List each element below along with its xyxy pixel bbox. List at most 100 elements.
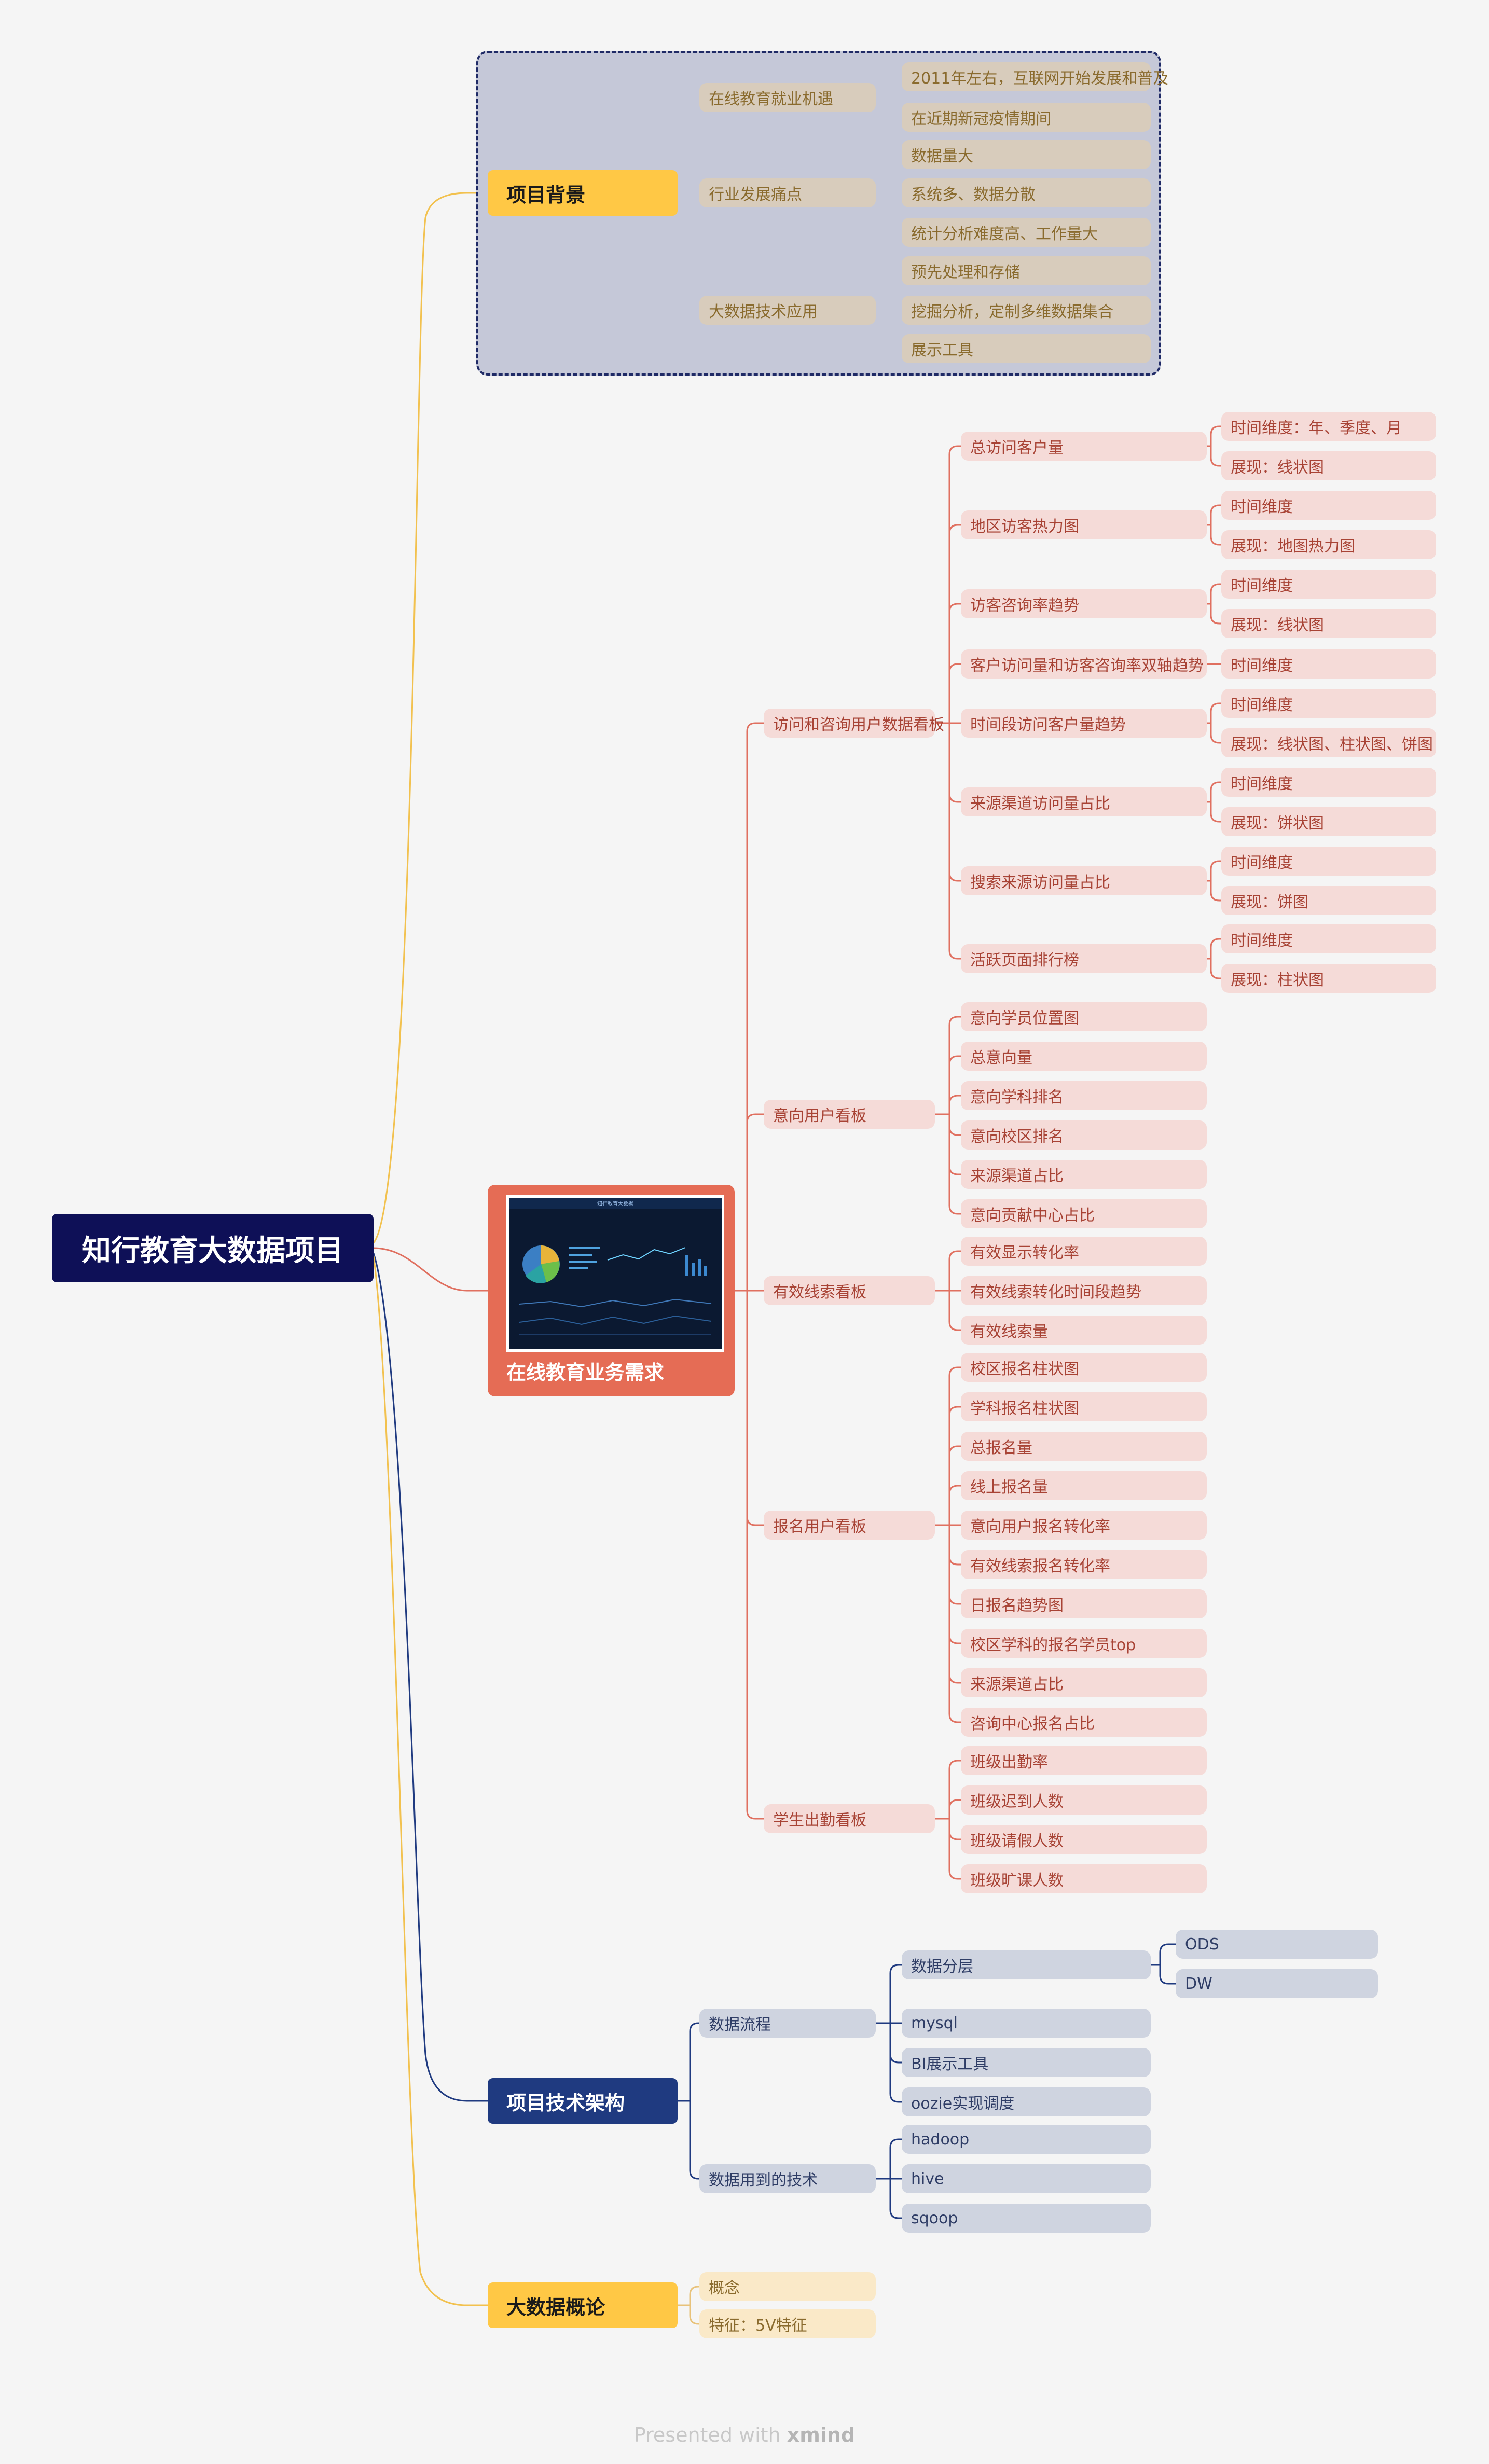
dashboard-topic-1[interactable]: 意向用户看板 <box>764 1100 935 1129</box>
metric-topic-3-3[interactable]: 线上报名量 <box>961 1471 1207 1500</box>
metric-detail-5-1[interactable]: 展现：饼状图 <box>1221 807 1436 836</box>
topic-label: 大数据技术应用 <box>709 303 818 321</box>
connector-line <box>689 2101 699 2180</box>
metric-topic-4-3[interactable]: 班级旷课人数 <box>961 1864 1207 1893</box>
tech-topic-1[interactable]: 数据用到的技术 <box>699 2164 876 2193</box>
metric-detail-6-0[interactable]: 时间维度 <box>1221 847 1436 876</box>
dashboard-topic-3[interactable]: 报名用户看板 <box>764 1511 935 1540</box>
metric-topic-1-0[interactable]: 意向学员位置图 <box>961 1002 1207 1031</box>
metric-topic-2-1[interactable]: 有效线索转化时间段趋势 <box>961 1276 1207 1305</box>
tech-item-0-0[interactable]: 数据分层 <box>902 1950 1151 1979</box>
metric-topic-3-0[interactable]: 校区报名柱状图 <box>961 1353 1207 1382</box>
tech-item-0-1[interactable]: mysql <box>902 2009 1151 2038</box>
metric-detail-0-1[interactable]: 展现：线状图 <box>1221 451 1436 480</box>
metric-topic-0-3[interactable]: 客户访问量和访客咨询率双轴趋势 <box>961 649 1207 679</box>
dashboard-topic-0[interactable]: 访问和咨询用户数据看板 <box>764 709 944 738</box>
connector-line <box>948 1819 961 1880</box>
metric-detail-2-1[interactable]: 展现：线状图 <box>1221 609 1436 638</box>
connector-line <box>889 2023 902 2064</box>
connector-line <box>889 1964 902 2023</box>
topic-label: 校区学科的报名学员top <box>970 1636 1136 1654</box>
metric-topic-1-2[interactable]: 意向学科排名 <box>961 1081 1207 1110</box>
metric-topic-4-0[interactable]: 班级出勤率 <box>961 1746 1207 1775</box>
subtopic-1-0[interactable]: 数据量大 <box>902 140 1151 169</box>
topic-label: 校区报名柱状图 <box>970 1360 1079 1378</box>
metric-detail-0-0[interactable]: 时间维度：年、季度、月 <box>1221 412 1436 441</box>
metric-detail-7-0[interactable]: 时间维度 <box>1221 924 1436 953</box>
metric-topic-1-1[interactable]: 总意向量 <box>961 1042 1207 1071</box>
metric-topic-4-1[interactable]: 班级迟到人数 <box>961 1785 1207 1815</box>
metric-topic-3-1[interactable]: 学科报名柱状图 <box>961 1392 1207 1421</box>
subtopic-0-0[interactable]: 2011年左右，互联网开始发展和普及 <box>902 62 1168 91</box>
subtopic-2-2[interactable]: 展示工具 <box>902 334 1151 363</box>
metric-topic-0-6[interactable]: 搜索来源访问量占比 <box>961 866 1207 895</box>
metric-detail-4-0[interactable]: 时间维度 <box>1221 689 1436 718</box>
metric-detail-4-1[interactable]: 展现：线状图、柱状图、饼图 <box>1221 728 1436 757</box>
metric-topic-3-5[interactable]: 有效线索报名转化率 <box>961 1550 1207 1579</box>
connector-line <box>948 723 961 803</box>
metric-topic-0-0[interactable]: 总访问客户量 <box>961 432 1207 461</box>
metric-detail-2-0[interactable]: 时间维度 <box>1221 570 1436 599</box>
dashboard-topic-2[interactable]: 有效线索看板 <box>764 1276 935 1305</box>
metric-topic-3-2[interactable]: 总报名量 <box>961 1432 1207 1461</box>
metric-topic-1-3[interactable]: 意向校区排名 <box>961 1120 1207 1150</box>
layer-1[interactable]: DW <box>1176 1969 1378 1998</box>
connector-line <box>1210 860 1221 881</box>
connector-line <box>889 2023 902 2103</box>
metric-detail-7-1[interactable]: 展现：柱状图 <box>1221 964 1436 993</box>
metric-detail-1-0[interactable]: 时间维度 <box>1221 491 1436 520</box>
metric-topic-0-4[interactable]: 时间段访问客户量趋势 <box>961 709 1207 738</box>
connector-line <box>373 192 488 1243</box>
metric-topic-0-1[interactable]: 地区访客热力图 <box>961 510 1207 539</box>
topic-label: 日报名趋势图 <box>970 1597 1064 1615</box>
tech-item-0-3[interactable]: oozie实现调度 <box>902 2087 1151 2116</box>
main-topic-project-background[interactable]: 项目背景 <box>488 170 678 216</box>
topic-label: 2011年左右，互联网开始发展和普及 <box>911 70 1169 88</box>
main-topic-bigdata-overview[interactable]: 大数据概论 <box>488 2282 678 2328</box>
dashboard-topic-4[interactable]: 学生出勤看板 <box>764 1804 935 1833</box>
topic-label: 数据流程 <box>709 2016 771 2034</box>
overview-item-0[interactable]: 概念 <box>699 2272 876 2301</box>
tech-item-0-2[interactable]: BI展示工具 <box>902 2048 1151 2077</box>
metric-detail-6-1[interactable]: 展现：饼图 <box>1221 886 1436 915</box>
connector-line <box>1210 781 1221 802</box>
connector-line <box>1159 1943 1176 1965</box>
metric-topic-4-2[interactable]: 班级请假人数 <box>961 1825 1207 1854</box>
metric-topic-1-5[interactable]: 意向贡献中心占比 <box>961 1199 1207 1228</box>
metric-detail-5-0[interactable]: 时间维度 <box>1221 768 1436 797</box>
subtopic-1[interactable]: 行业发展痛点 <box>699 178 876 207</box>
subtopic-1-1[interactable]: 系统多、数据分散 <box>902 178 1151 207</box>
tech-topic-0[interactable]: 数据流程 <box>699 2009 876 2038</box>
subtopic-2-0[interactable]: 预先处理和存储 <box>902 256 1151 285</box>
metric-detail-1-1[interactable]: 展现：地图热力图 <box>1221 530 1436 559</box>
metric-topic-0-7[interactable]: 活跃页面排行榜 <box>961 944 1207 973</box>
main-topic-tech-architecture[interactable]: 项目技术架构 <box>488 2078 678 2124</box>
topic-label: 预先处理和存储 <box>911 264 1020 282</box>
subtopic-0-1[interactable]: 在近期新冠疫情期间 <box>902 103 1151 132</box>
metric-topic-3-8[interactable]: 来源渠道占比 <box>961 1668 1207 1697</box>
metric-topic-3-7[interactable]: 校区学科的报名学员top <box>961 1629 1207 1658</box>
tech-item-1-1[interactable]: hive <box>902 2164 1151 2193</box>
metric-topic-1-4[interactable]: 来源渠道占比 <box>961 1160 1207 1189</box>
subtopic-0[interactable]: 在线教育就业机遇 <box>699 83 876 112</box>
metric-topic-3-9[interactable]: 咨询中心报名占比 <box>961 1708 1207 1737</box>
tech-item-1-0[interactable]: hadoop <box>902 2125 1151 2154</box>
root-topic[interactable]: 知行教育大数据项目 <box>52 1214 374 1282</box>
metric-topic-0-5[interactable]: 来源渠道访问量占比 <box>961 787 1207 816</box>
topic-label: 有效线索量 <box>970 1323 1048 1341</box>
main-topic-business-requirements[interactable]: 知行教育大数据 在线教育业务需求 <box>488 1185 735 1396</box>
subtopic-2[interactable]: 大数据技术应用 <box>699 296 876 325</box>
metric-topic-2-0[interactable]: 有效显示转化率 <box>961 1237 1207 1266</box>
metric-detail-3-0[interactable]: 时间维度 <box>1221 649 1436 679</box>
overview-item-1[interactable]: 特征：5V特征 <box>699 2309 876 2338</box>
metric-topic-0-2[interactable]: 访客咨询率趋势 <box>961 589 1207 618</box>
subtopic-1-2[interactable]: 统计分析难度高、工作量大 <box>902 218 1151 247</box>
subtopic-2-1[interactable]: 挖掘分析，定制多维数据集合 <box>902 296 1151 325</box>
metric-topic-3-4[interactable]: 意向用户报名转化率 <box>961 1511 1207 1540</box>
main-topic-label: 在线教育业务需求 <box>506 1361 665 1384</box>
tech-item-1-2[interactable]: sqoop <box>902 2204 1151 2233</box>
metric-topic-2-2[interactable]: 有效线索量 <box>961 1316 1207 1345</box>
layer-0[interactable]: ODS <box>1176 1930 1378 1959</box>
metric-topic-3-6[interactable]: 日报名趋势图 <box>961 1589 1207 1618</box>
